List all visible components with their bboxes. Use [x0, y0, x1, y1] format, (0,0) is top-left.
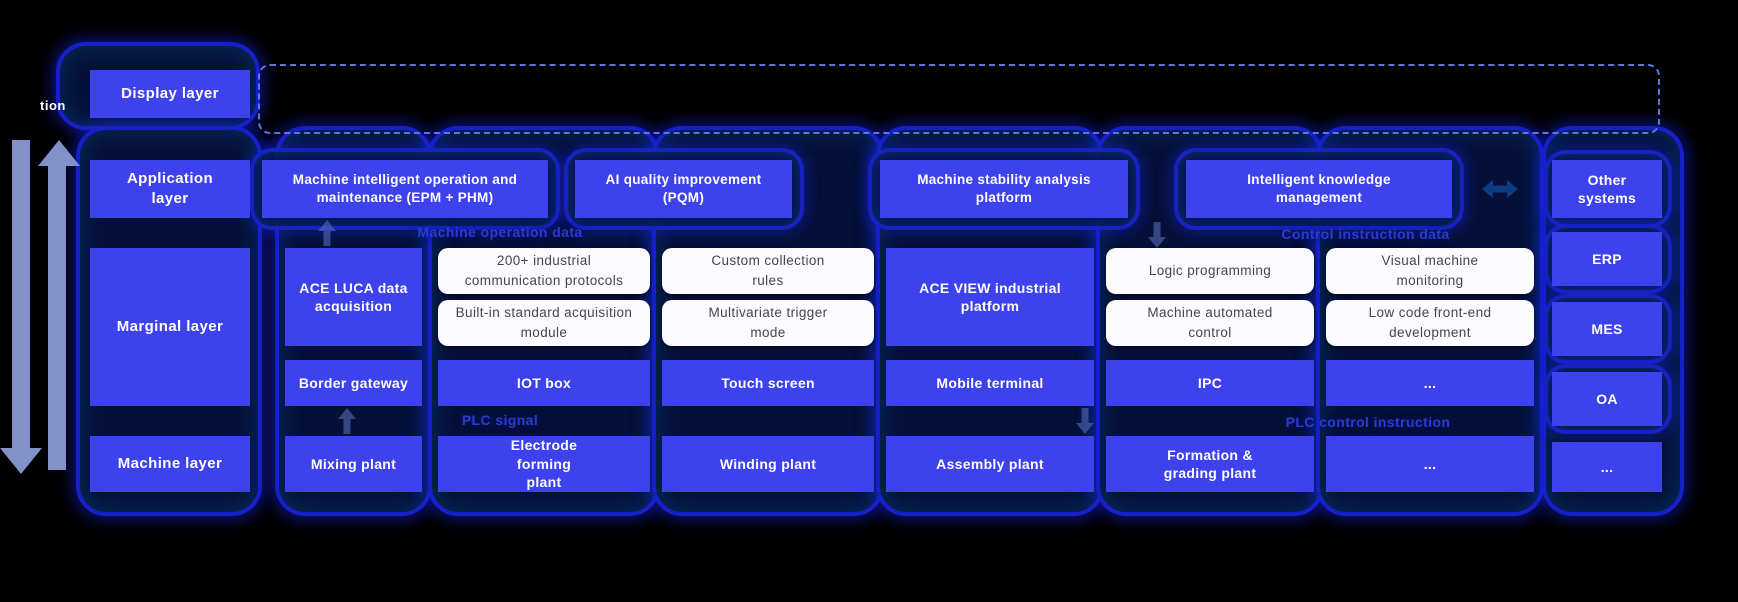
card-machine-automated-control: Machine automated control	[1106, 300, 1314, 346]
machine-operation-data-up-arrow-icon	[318, 220, 336, 246]
box-marginal-layer: Marginal layer	[90, 248, 250, 406]
box-display-layer: Display layer	[90, 70, 250, 118]
label-plc-signal: PLC signal	[461, 412, 539, 428]
box-oa: OA	[1552, 372, 1662, 426]
card-custom-collection-rules: Custom collection rules	[662, 248, 874, 294]
downward-flow-arrow-icon	[0, 448, 42, 474]
box-electrode-forming-plant: Electrode forming plant	[438, 436, 650, 492]
plc-control-down-arrow-icon	[1076, 408, 1094, 434]
cropped-label-fragment: tion	[40, 98, 66, 113]
box-touch-screen: Touch screen	[662, 360, 874, 406]
display-layer-dashed-connector	[258, 64, 1660, 134]
label-plc-control-instruction: PLC control instruction	[1285, 414, 1451, 430]
bidirectional-arrow-icon	[1482, 178, 1518, 200]
control-instruction-data-down-arrow-icon	[1148, 222, 1166, 248]
box-formation-grading-plant: Formation & grading plant	[1106, 436, 1314, 492]
box-iot-box: IOT box	[438, 360, 650, 406]
box-external-more: ...	[1552, 442, 1662, 492]
label-control-instruction-data: Control instruction data	[1281, 226, 1450, 242]
card-industrial-protocols: 200+ industrial communication protocols	[438, 248, 650, 294]
box-app-stability-platform: Machine stability analysis platform	[880, 160, 1128, 218]
plc-signal-up-arrow-icon	[338, 408, 356, 434]
box-mes: MES	[1552, 302, 1662, 356]
upward-flow-arrow-shaft	[48, 164, 66, 470]
box-device-more: ...	[1326, 360, 1534, 406]
downward-flow-arrow-shaft	[12, 140, 30, 450]
card-logic-programming: Logic programming	[1106, 248, 1314, 294]
label-machine-operation-data: Machine operation data	[417, 224, 583, 240]
card-low-code-development: Low code front-end development	[1326, 300, 1534, 346]
box-winding-plant: Winding plant	[662, 436, 874, 492]
box-erp: ERP	[1552, 232, 1662, 286]
box-app-epm-phm: Machine intelligent operation and mainte…	[262, 160, 548, 218]
card-visual-machine-monitoring: Visual machine monitoring	[1326, 248, 1534, 294]
box-machine-more: ...	[1326, 436, 1534, 492]
box-mixing-plant: Mixing plant	[285, 436, 422, 492]
box-other-systems: Other systems	[1552, 160, 1662, 218]
card-multivariate-trigger-mode: Multivariate trigger mode	[662, 300, 874, 346]
box-ipc: IPC	[1106, 360, 1314, 406]
upward-flow-arrow-icon	[38, 140, 80, 166]
box-application-layer: Application layer	[90, 160, 250, 218]
box-ace-view: ACE VIEW industrial platform	[886, 248, 1094, 346]
box-machine-layer: Machine layer	[90, 436, 250, 492]
card-builtin-acquisition-module: Built-in standard acquisition module	[438, 300, 650, 346]
box-app-pqm: AI quality improvement (PQM)	[575, 160, 792, 218]
box-ace-luca: ACE LUCA data acquisition	[285, 248, 422, 346]
box-assembly-plant: Assembly plant	[886, 436, 1094, 492]
box-mobile-terminal: Mobile terminal	[886, 360, 1094, 406]
box-app-knowledge-management: Intelligent knowledge management	[1186, 160, 1452, 218]
box-border-gateway: Border gateway	[285, 360, 422, 406]
